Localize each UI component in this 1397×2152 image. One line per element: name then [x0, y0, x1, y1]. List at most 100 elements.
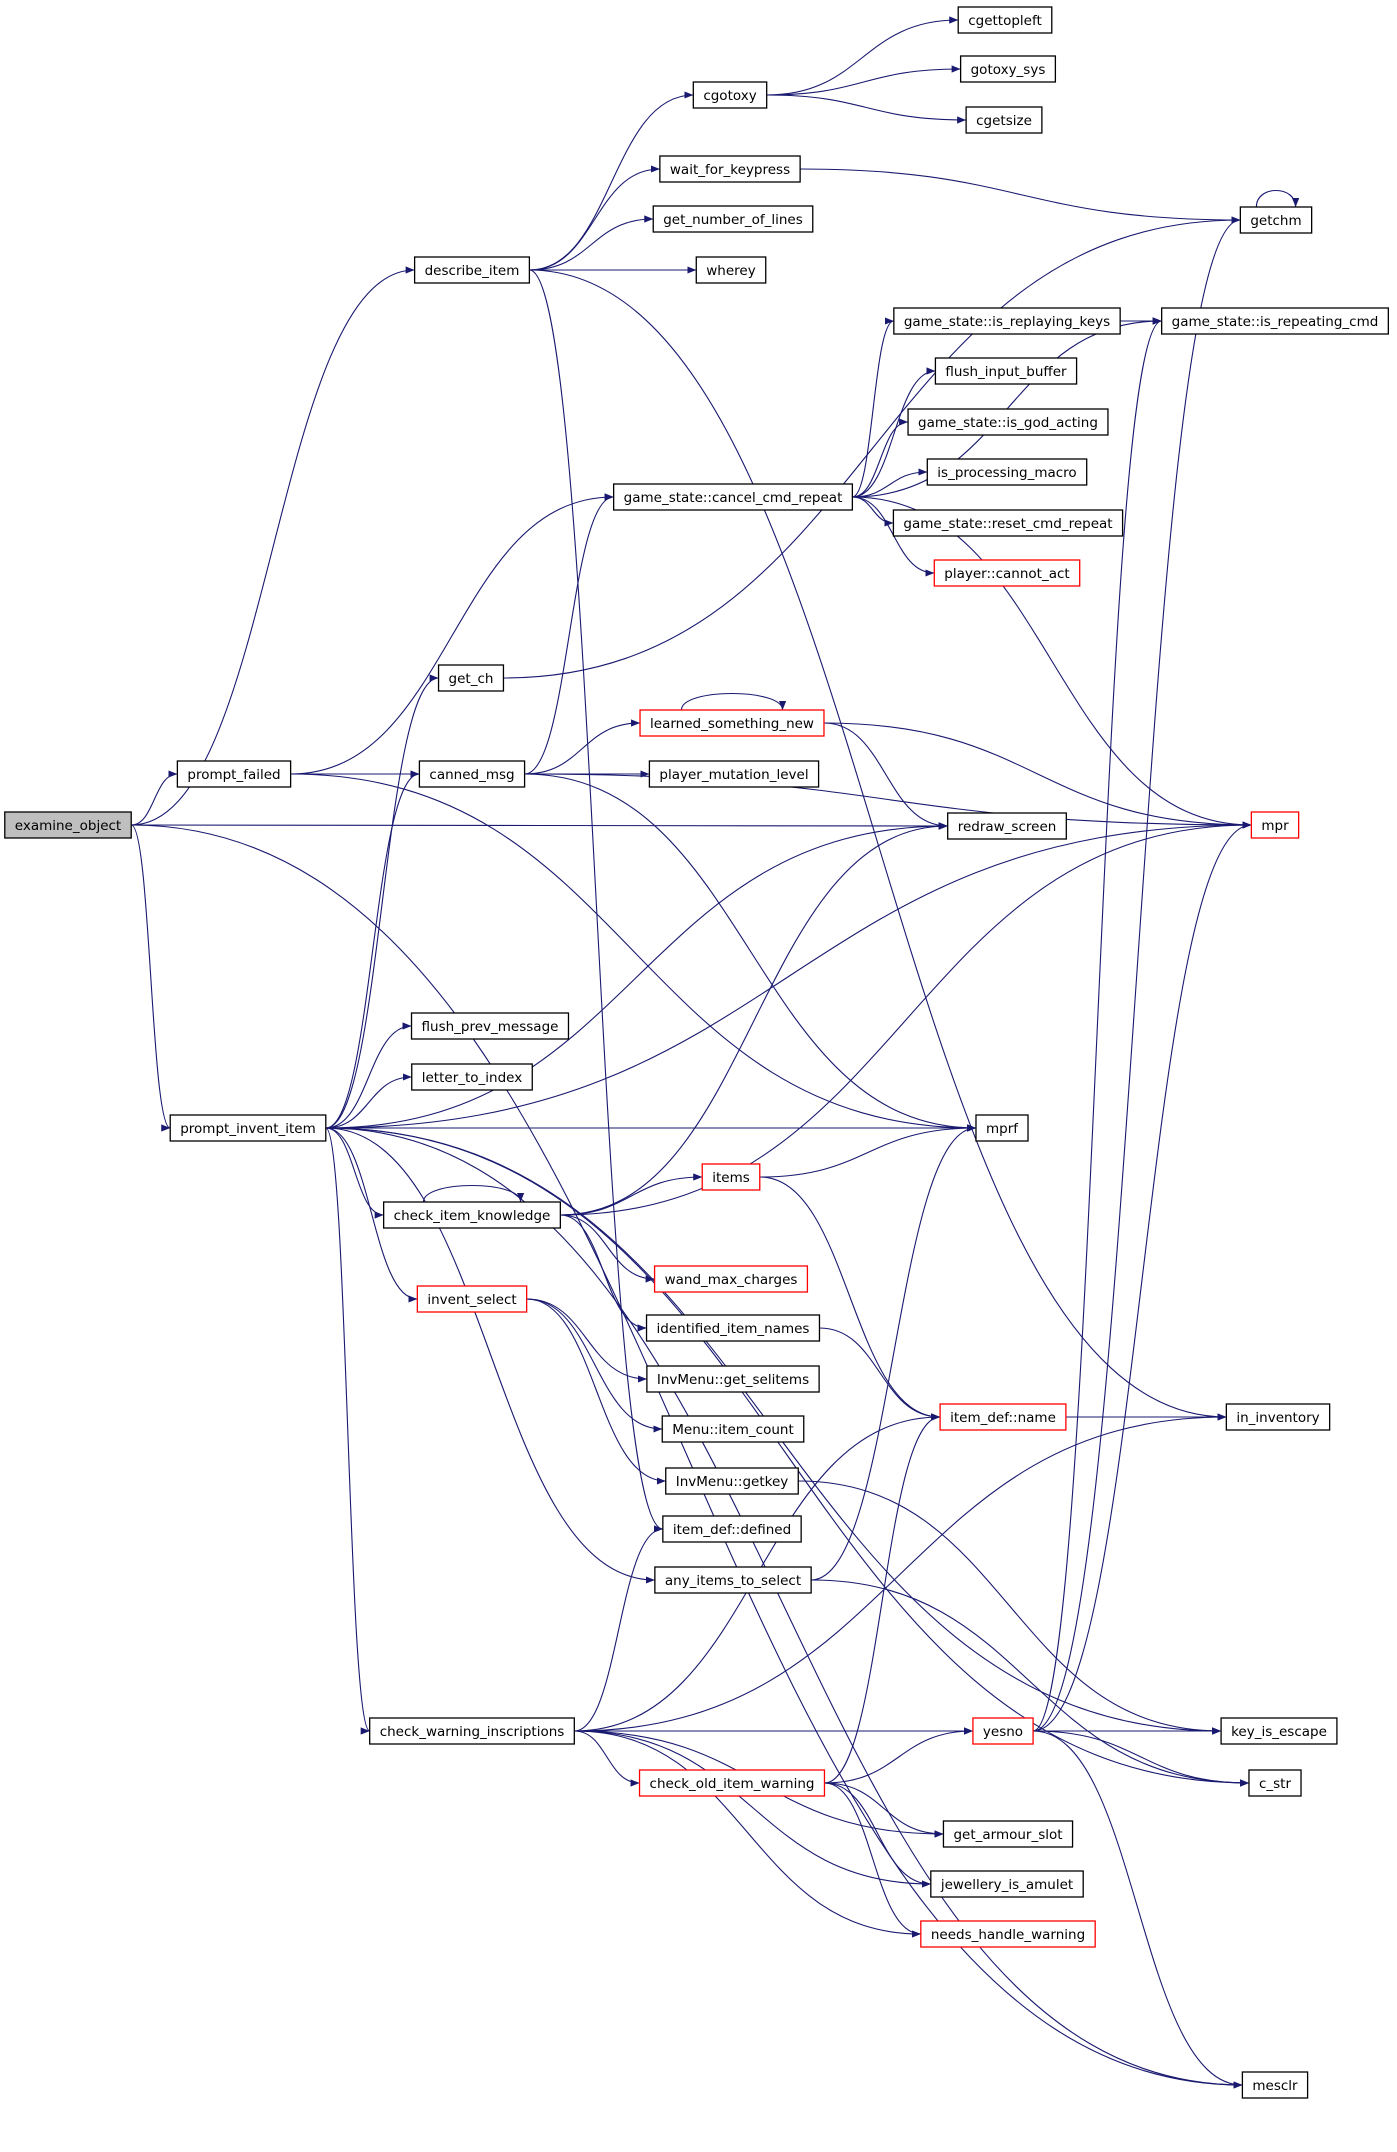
node-label: canned_msg: [429, 767, 514, 783]
edge-examine-object-to-describe-item: [131, 266, 415, 826]
call-edge: [824, 1413, 941, 1784]
node-key-is-escape[interactable]: key_is_escape: [1220, 1717, 1338, 1745]
node-box: [972, 1717, 1034, 1745]
call-edge: [574, 1730, 921, 1938]
node-wait-for-keypress[interactable]: wait_for_keypress: [659, 155, 801, 183]
call-edge: [325, 770, 420, 1129]
node-invent-select[interactable]: invent_select: [416, 1285, 528, 1313]
edge-prompt-failed-to-mprf: [290, 773, 976, 1132]
edge-getchm-to-getchm: [1255, 189, 1300, 208]
edge-canned-msg-to-mprf: [524, 773, 976, 1132]
edge-prompt-failed-to-cancel-cmd-repeat: [290, 493, 614, 775]
node-label: yesno: [983, 1724, 1023, 1740]
node-letter-to-index[interactable]: letter_to_index: [411, 1063, 533, 1091]
node-cannot-act[interactable]: player::cannot_act: [933, 559, 1081, 587]
call-edge: [325, 674, 439, 1129]
node-any-items-to-select[interactable]: any_items_to_select: [654, 1566, 812, 1594]
edge-prompt-invent-item-to-letter-to-index: [325, 1073, 412, 1129]
node-label: prompt_failed: [187, 767, 280, 783]
node-redraw-screen[interactable]: redraw_screen: [947, 812, 1067, 840]
call-edge: [798, 1480, 1222, 1735]
node-label: in_inventory: [1236, 1410, 1319, 1426]
call-edge: [759, 1124, 976, 1178]
node-box: [1241, 2071, 1309, 2099]
call-edge: [529, 215, 654, 271]
node-get-selitems[interactable]: InvMenu::get_selitems: [646, 1365, 820, 1393]
edge-getkey-to-key-is-escape: [798, 1480, 1222, 1735]
node-c-str[interactable]: c_str: [1248, 1769, 1302, 1797]
node-needs-handle-warning[interactable]: needs_handle_warning: [920, 1920, 1096, 1948]
node-getkey[interactable]: InvMenu::getkey: [665, 1467, 799, 1495]
node-wand-max-charges[interactable]: wand_max_charges: [653, 1265, 809, 1293]
node-label: check_old_item_warning: [650, 1776, 815, 1792]
node-mprf[interactable]: mprf: [975, 1114, 1029, 1142]
node-check-item-knowledge[interactable]: check_item_knowledge: [382, 1201, 562, 1229]
node-box: [695, 256, 767, 284]
node-item-count[interactable]: Menu::item_count: [661, 1415, 805, 1443]
node-cgetsize[interactable]: cgetsize: [965, 106, 1043, 134]
node-get-armour-slot[interactable]: get_armour_slot: [942, 1820, 1074, 1848]
edge-describe-item-to-item-defined: [529, 269, 663, 1533]
node-is-god-acting[interactable]: game_state::is_god_acting: [907, 408, 1109, 436]
node-label: key_is_escape: [1231, 1724, 1327, 1740]
node-label: get_armour_slot: [953, 1827, 1062, 1843]
node-is-repeating-cmd[interactable]: game_state::is_repeating_cmd: [1161, 307, 1389, 335]
node-prompt-invent-item[interactable]: prompt_invent_item: [169, 1114, 327, 1142]
node-label: item_def::name: [950, 1410, 1056, 1426]
node-gotoxy-sys[interactable]: gotoxy_sys: [959, 55, 1057, 83]
edge-check-warning-inscriptions-to-in-inventory: [574, 1413, 1227, 1732]
node-item-defined[interactable]: item_def::defined: [662, 1515, 802, 1543]
node-box: [1220, 1717, 1338, 1745]
node-get-number-of-lines[interactable]: get_number_of_lines: [652, 205, 814, 233]
node-examine-object[interactable]: examine_object: [4, 811, 132, 839]
node-yesno[interactable]: yesno: [972, 1717, 1034, 1745]
node-prompt-failed[interactable]: prompt_failed: [176, 760, 292, 788]
node-flush-input-buffer[interactable]: flush_input_buffer: [934, 357, 1078, 385]
node-learned-something-new[interactable]: learned_something_new: [639, 709, 825, 737]
call-edge: [1033, 216, 1241, 1732]
node-flush-prev-message[interactable]: flush_prev_message: [410, 1012, 570, 1040]
edge-examine-object-to-prompt-invent-item: [130, 824, 171, 1132]
node-item-name[interactable]: item_def::name: [939, 1403, 1067, 1431]
node-getchm[interactable]: getchm: [1239, 206, 1313, 234]
node-box: [652, 205, 814, 233]
node-reset-cmd-repeat[interactable]: game_state::reset_cmd_repeat: [892, 509, 1124, 537]
node-label: learned_something_new: [650, 716, 814, 732]
node-box: [645, 1314, 821, 1342]
node-cgotoxy[interactable]: cgotoxy: [692, 81, 768, 109]
edge-any-items-to-select-to-mprf: [811, 1124, 976, 1581]
node-is-processing-macro[interactable]: is_processing_macro: [926, 458, 1088, 486]
call-edge: [526, 1298, 647, 1383]
edge-invent-select-to-getkey: [526, 1298, 666, 1485]
node-mesclr[interactable]: mesclr: [1241, 2071, 1309, 2099]
call-edge: [680, 693, 787, 711]
node-get-ch[interactable]: get_ch: [437, 664, 505, 692]
call-edge: [1033, 1730, 1243, 2089]
node-label: InvMenu::get_selitems: [657, 1372, 809, 1388]
call-edge: [766, 94, 967, 124]
node-mpr[interactable]: mpr: [1250, 811, 1300, 839]
node-cancel-cmd-repeat[interactable]: game_state::cancel_cmd_repeat: [612, 483, 854, 511]
node-in-inventory[interactable]: in_inventory: [1225, 1403, 1331, 1431]
node-box: [654, 1566, 812, 1594]
edge-check-item-knowledge-to-items: [560, 1173, 703, 1216]
node-cgettopleft[interactable]: cgettopleft: [957, 6, 1053, 34]
node-label: get_ch: [449, 671, 494, 687]
node-check-old-item-warning[interactable]: check_old_item_warning: [638, 1769, 826, 1797]
node-label: game_state::cancel_cmd_repeat: [624, 490, 843, 506]
node-identified-item-names[interactable]: identified_item_names: [645, 1314, 821, 1342]
node-label: examine_object: [15, 818, 121, 834]
node-box: [418, 760, 526, 788]
node-label: identified_item_names: [657, 1321, 810, 1337]
node-canned-msg[interactable]: canned_msg: [418, 760, 526, 788]
node-jewellery-is-amulet[interactable]: jewellery_is_amulet: [930, 1870, 1084, 1898]
node-describe-item[interactable]: describe_item: [413, 256, 531, 284]
node-wherey[interactable]: wherey: [695, 256, 767, 284]
node-player-mutation-level[interactable]: player_mutation_level: [648, 760, 820, 788]
edge-get-ch-to-getchm: [503, 216, 1241, 679]
node-check-warning-inscriptions[interactable]: check_warning_inscriptions: [369, 1717, 575, 1745]
node-is-replaying-keys[interactable]: game_state::is_replaying_keys: [893, 307, 1121, 335]
node-items[interactable]: items: [701, 1163, 761, 1191]
node-label: c_str: [1259, 1776, 1291, 1792]
call-edge: [325, 1127, 371, 1735]
